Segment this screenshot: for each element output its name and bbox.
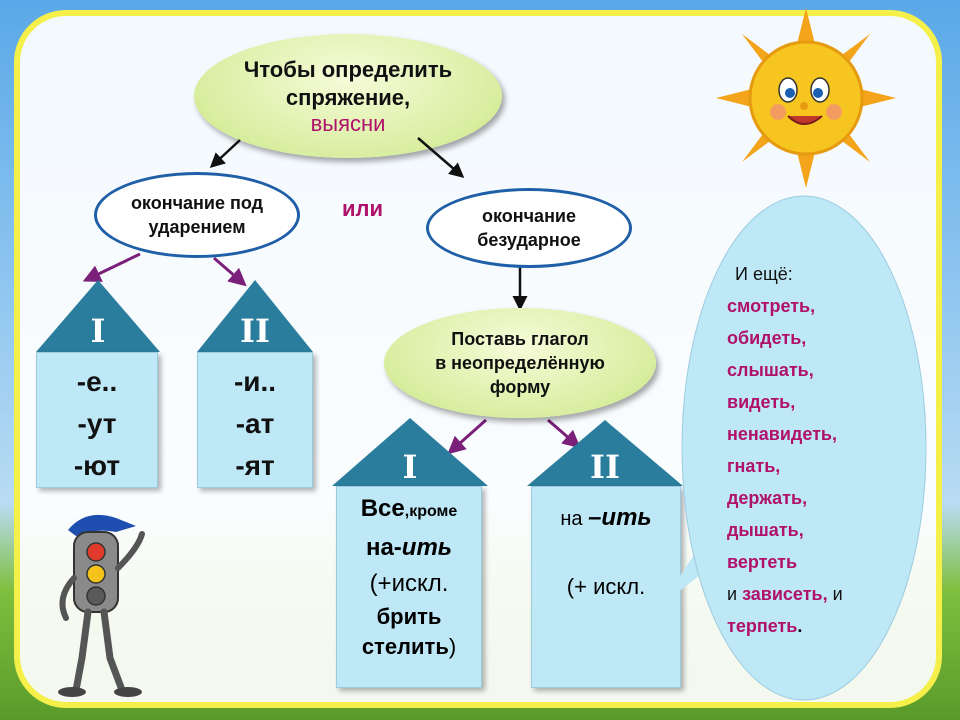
unstressed-I-it: ить [401,534,453,561]
stressed-II-box: -и.. -ат -ят [197,352,313,488]
callout-word-1: смотреть, [727,296,816,316]
callout-word-8: дышать, [727,520,804,540]
top-node-line1: Чтобы определить [243,57,453,82]
unstressed-I-all-except: Все,кроме [361,491,458,530]
stressed-I-box: -е.. -ут -ют [36,352,158,488]
stressed-node-line1: окончание под [130,193,264,213]
unstressed-I-na: на- [365,534,402,561]
stressed-II-label: II [240,312,270,350]
callout-last-line-2: терпеть. [727,610,907,642]
unstressed-node-line1: окончание [481,206,577,226]
infinitive-line3: форму [489,377,551,397]
stressed-I-ending-1: -е.. [76,366,118,397]
unstressed-II-label: II [590,448,620,486]
unstressed-I-ex2-line: стелить) [362,632,456,662]
unstressed-II-roof [527,420,683,486]
callout-word-9: вертеть [727,552,798,572]
top-node-line3: выясни [310,111,386,136]
stressed-II-ending-1: -и.. [233,366,277,397]
top-node-line2: спряжение, [285,85,411,110]
unstressed-I-close: ) [448,634,457,659]
stressed-I-ending-3: -ют [73,450,121,481]
callout-word-terpet: терпеть [727,616,798,636]
infinitive-node: Поставь глагол в неопределённую форму [384,308,656,418]
callout-word-4: видеть, [727,392,796,412]
infinitive-line1: Поставь глагол [451,329,589,349]
stressed-I-label: I [90,312,106,350]
callout-word-zavisit: зависеть, [742,584,828,604]
stressed-II-ending-3: -ят [235,450,275,481]
stressed-II-roof [197,280,313,352]
callout-word-6: гнать, [727,456,781,476]
unstressed-II-suffix: на –ить [560,501,651,536]
callout-and-1: и [727,584,743,604]
stressed-I-ending-2: -ут [77,408,117,439]
stressed-I-roof [36,280,160,352]
callout-word-7: держать, [727,488,808,508]
callout-word-5: ненавидеть, [727,424,837,444]
unstressed-I-roof [332,418,488,486]
stressed-node-line2: ударением [148,217,246,237]
stressed-II-ending-2: -ат [235,408,275,439]
callout-word-3: слышать, [727,360,814,380]
unstressed-I-ex1: брить [376,604,442,629]
unstressed-II-na: на [560,508,589,530]
callout-dot: . [797,616,803,636]
traffic-light-character [58,514,145,697]
unstressed-I-all: Все [360,495,405,522]
unstressed-I-exceptions-open: (+искл. [369,570,449,597]
top-node: Чтобы определить спряжение, выясни [194,34,502,158]
unstressed-II-it: –ить [588,504,652,531]
callout-and-2: и [827,584,843,604]
unstressed-II-exceptions: (+ искл. [566,574,646,599]
infinitive-line2: в неопределённую [435,353,605,373]
callout-word-2: обидеть, [727,328,807,348]
callout-last-line-1: и зависеть, и [727,578,907,610]
unstressed-II-box: на –ить (+ искл. [531,486,681,688]
unstressed-node-line2: безударное [477,230,581,250]
unstressed-I-ex2: стелить [361,634,449,659]
callout-intro: И ещё: [735,264,793,284]
unstressed-ending-node: окончание безударное [426,188,632,268]
unstressed-I-box: Все,кроме на-ить (+искл. брить стелить) [336,486,482,688]
or-label: или [342,196,384,221]
unstressed-I-label: I [402,448,418,486]
sun-illustration [716,8,896,188]
unstressed-I-except: ,кроме [404,503,458,520]
stressed-ending-node: окончание под ударением [94,172,300,258]
callout-text: И ещё: смотреть, обидеть, слышать, видет… [727,258,907,642]
unstressed-I-suffix: на-ить [366,530,452,566]
